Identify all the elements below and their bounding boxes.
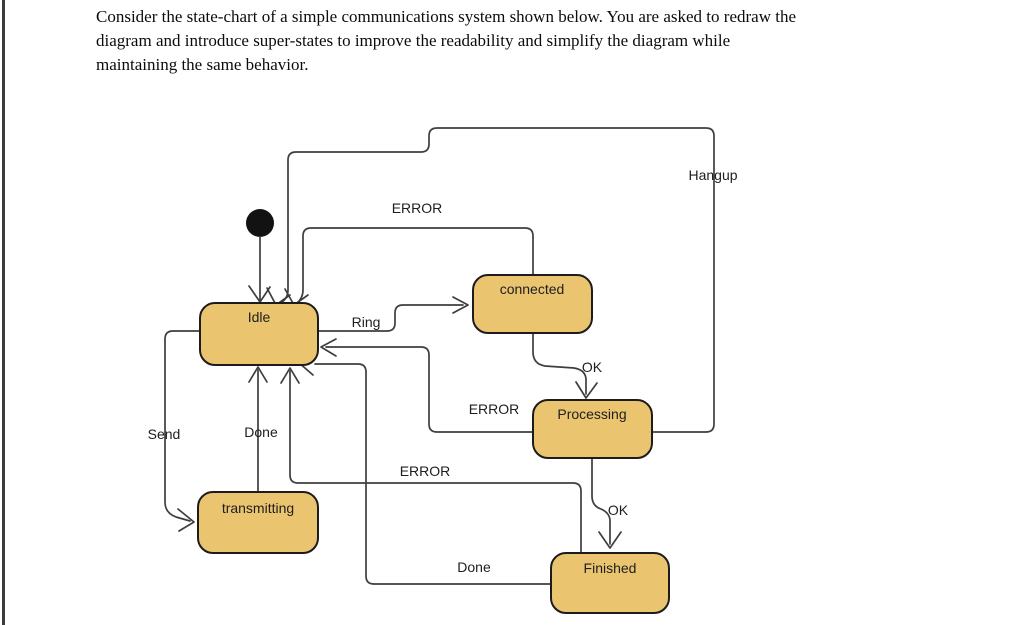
transition-error-processing-idle: ERROR <box>320 338 534 433</box>
transition-send-path <box>164 330 201 522</box>
instructions-line-2: diagram and introduce super-states to im… <box>96 31 731 50</box>
transition-done-finished-idle-label: Done <box>457 559 491 575</box>
transition-ok-connected-processing-path <box>532 332 587 395</box>
instructions-line-1: Consider the state-chart of a simple com… <box>96 7 796 26</box>
state-idle-box <box>199 302 319 366</box>
transition-ok-processing-finished-label: OK <box>608 502 629 518</box>
state-transmitting-box <box>197 491 319 554</box>
state-connected-label: connected <box>500 281 565 297</box>
state-connected: connected <box>472 274 593 334</box>
state-transmitting-label: transmitting <box>222 500 294 516</box>
state-finished: Finished <box>550 552 670 614</box>
state-connected-box <box>472 274 593 334</box>
page-left-border <box>2 0 5 625</box>
transition-error-connected-idle: ERROR <box>284 200 534 306</box>
transition-error-finished-idle-path <box>289 370 582 554</box>
transition-done-transmitting-idle-label: Done <box>244 424 278 440</box>
initial-state-marker <box>246 209 274 237</box>
state-processing: Processing <box>532 399 653 459</box>
state-finished-label: Finished <box>584 560 637 576</box>
arrowhead-error-processing-idle <box>320 338 337 357</box>
transition-error-connected-idle-label: ERROR <box>392 200 443 216</box>
transition-error-finished-idle-label: ERROR <box>400 463 451 479</box>
instructions-text: Consider the state-chart of a simple com… <box>96 5 946 77</box>
arrowhead-error-finished-idle <box>280 367 300 384</box>
transition-ok-connected-processing-label: OK <box>582 359 603 375</box>
transition-done-finished-idle-path <box>314 363 552 585</box>
arrowhead-ok-connected-processing <box>575 381 598 399</box>
state-finished-box <box>550 552 670 614</box>
transition-send: Send <box>148 330 201 532</box>
arrowhead-ring <box>452 296 469 314</box>
transition-send-label: Send <box>148 426 181 442</box>
instructions-line-3: maintaining the same behavior. <box>96 55 309 74</box>
transition-ring-path <box>317 304 464 332</box>
arrowhead-done-transmitting-idle <box>248 366 268 383</box>
state-idle-label: Idle <box>248 309 271 325</box>
transition-ok-processing-finished: OK <box>591 457 629 549</box>
initial-state <box>246 209 274 303</box>
transition-error-finished-idle: ERROR <box>280 367 582 554</box>
transition-error-connected-idle-path <box>296 227 534 304</box>
transition-error-processing-idle-path <box>325 346 534 433</box>
transition-ok-connected-processing: OK <box>532 332 603 399</box>
state-idle: Idle <box>199 302 319 366</box>
state-processing-label: Processing <box>557 406 626 422</box>
transition-ring-label: Ring <box>352 314 381 330</box>
transition-ok-processing-finished-path <box>591 457 611 545</box>
transition-ring: Ring <box>317 296 469 332</box>
transition-hangup-label: Hangup <box>688 167 737 183</box>
transition-hangup: Hangup <box>266 127 738 433</box>
transition-hangup-path <box>280 127 715 433</box>
state-processing-box <box>532 399 653 459</box>
arrowhead-send <box>177 508 195 532</box>
arrowhead-ok-processing-finished <box>598 531 622 549</box>
transition-done-transmitting-idle: Done <box>244 366 278 493</box>
transition-error-processing-idle-label: ERROR <box>469 401 520 417</box>
state-transmitting: transmitting <box>197 491 319 554</box>
